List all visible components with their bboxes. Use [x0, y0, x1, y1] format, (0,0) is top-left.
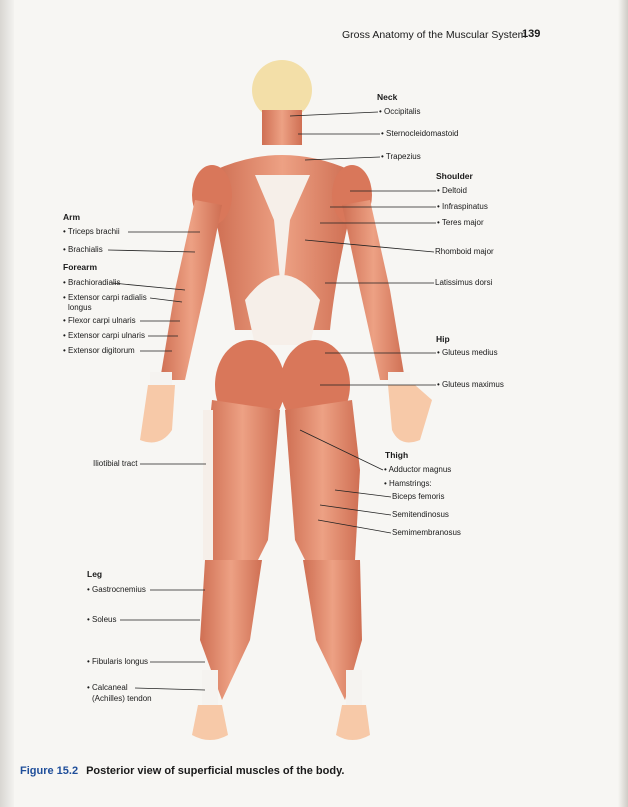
- label-brachialis: • Brachialis: [63, 245, 103, 254]
- thigh-right: [285, 400, 360, 560]
- label-hamstrings: • Hamstrings:: [384, 479, 432, 488]
- label-deltoid: • Deltoid: [437, 186, 467, 195]
- label-rhomboid-major: Rhomboid major: [435, 247, 494, 256]
- achilles-right: [346, 670, 362, 710]
- trapezius-tendon: [255, 175, 310, 300]
- label-gluteus-medius: • Gluteus medius: [437, 348, 498, 357]
- thigh-heading: Thigh: [385, 450, 409, 460]
- label-flexor-carpi-ulnaris: • Flexor carpi ulnaris: [63, 316, 136, 325]
- label-semimembranosus: Semimembranosus: [392, 528, 461, 537]
- label-biceps-femoris: Biceps femoris: [392, 492, 445, 501]
- iliotibial-tract: [203, 410, 213, 560]
- label-occipitalis: • Occipitalis: [379, 107, 421, 116]
- label-fibularis-longus: • Fibularis longus: [87, 657, 149, 666]
- label-latissimus-dorsi: Latissimus dorsi: [435, 278, 493, 287]
- head: [252, 60, 312, 120]
- label-achilles-tendon: (Achilles) tendon: [92, 694, 152, 703]
- thoracolumbar-fascia: [245, 275, 320, 345]
- achilles-left: [202, 670, 218, 710]
- label-triceps-brachii: • Triceps brachii: [63, 227, 120, 236]
- label-calcaneal: • Calcaneal: [87, 683, 128, 692]
- label-extensor-carpi-radialis: • Extensor carpi radialis: [63, 293, 147, 302]
- label-brachioradialis: • Brachioradialis: [63, 278, 121, 287]
- label-teres-major: • Teres major: [437, 218, 484, 227]
- label-extensor-digitorum: • Extensor digitorum: [63, 346, 135, 355]
- wrist-left: [150, 372, 172, 386]
- label-trapezius: • Trapezius: [381, 152, 421, 161]
- leg-left: [200, 560, 262, 700]
- neck: [262, 110, 302, 145]
- page-number: 139: [522, 28, 541, 40]
- label-infraspinatus: • Infraspinatus: [437, 202, 488, 211]
- arm-left: [160, 200, 222, 380]
- label-iliotibial-tract: Iliotibial tract: [93, 459, 138, 468]
- label-extensor-carpi-radialis-longus: longus: [68, 303, 92, 312]
- running-title: Gross Anatomy of the Muscular System: [342, 29, 527, 41]
- figure-caption: Figure 15.2 Posterior view of superficial…: [20, 765, 344, 777]
- hand-left: [140, 385, 175, 443]
- shoulder-heading: Shoulder: [436, 171, 473, 181]
- label-sternocleidomastoid: • Sternocleidomastoid: [381, 129, 459, 138]
- arm-heading: Arm: [63, 212, 81, 222]
- forearm-heading: Forearm: [63, 262, 98, 272]
- label-soleus: • Soleus: [87, 615, 117, 624]
- page-gutter-shadow: [0, 0, 14, 807]
- figure-caption-text: Posterior view of superficial muscles of…: [86, 765, 345, 777]
- thigh-left: [205, 400, 280, 560]
- label-semitendinosus: Semitendinosus: [392, 510, 449, 519]
- label-gastrocnemius: • Gastrocnemius: [87, 585, 146, 594]
- leader-lines: [107, 111, 436, 691]
- wrist-right: [388, 372, 410, 386]
- label-extensor-carpi-ulnaris: • Extensor carpi ulnaris: [63, 331, 145, 340]
- foot-left: [192, 705, 228, 740]
- hand-right: [388, 385, 432, 443]
- label-adductor-magnus: • Adductor magnus: [384, 465, 452, 474]
- page-edge-shadow: [618, 0, 628, 807]
- leg-right: [303, 560, 362, 700]
- hip-heading: Hip: [436, 334, 450, 344]
- neck-heading: Neck: [377, 92, 398, 102]
- leg-heading: Leg: [87, 569, 103, 579]
- figure-number: Figure 15.2: [20, 765, 79, 777]
- label-gluteus-maximus: • Gluteus maximus: [437, 380, 504, 389]
- foot-right: [336, 705, 370, 740]
